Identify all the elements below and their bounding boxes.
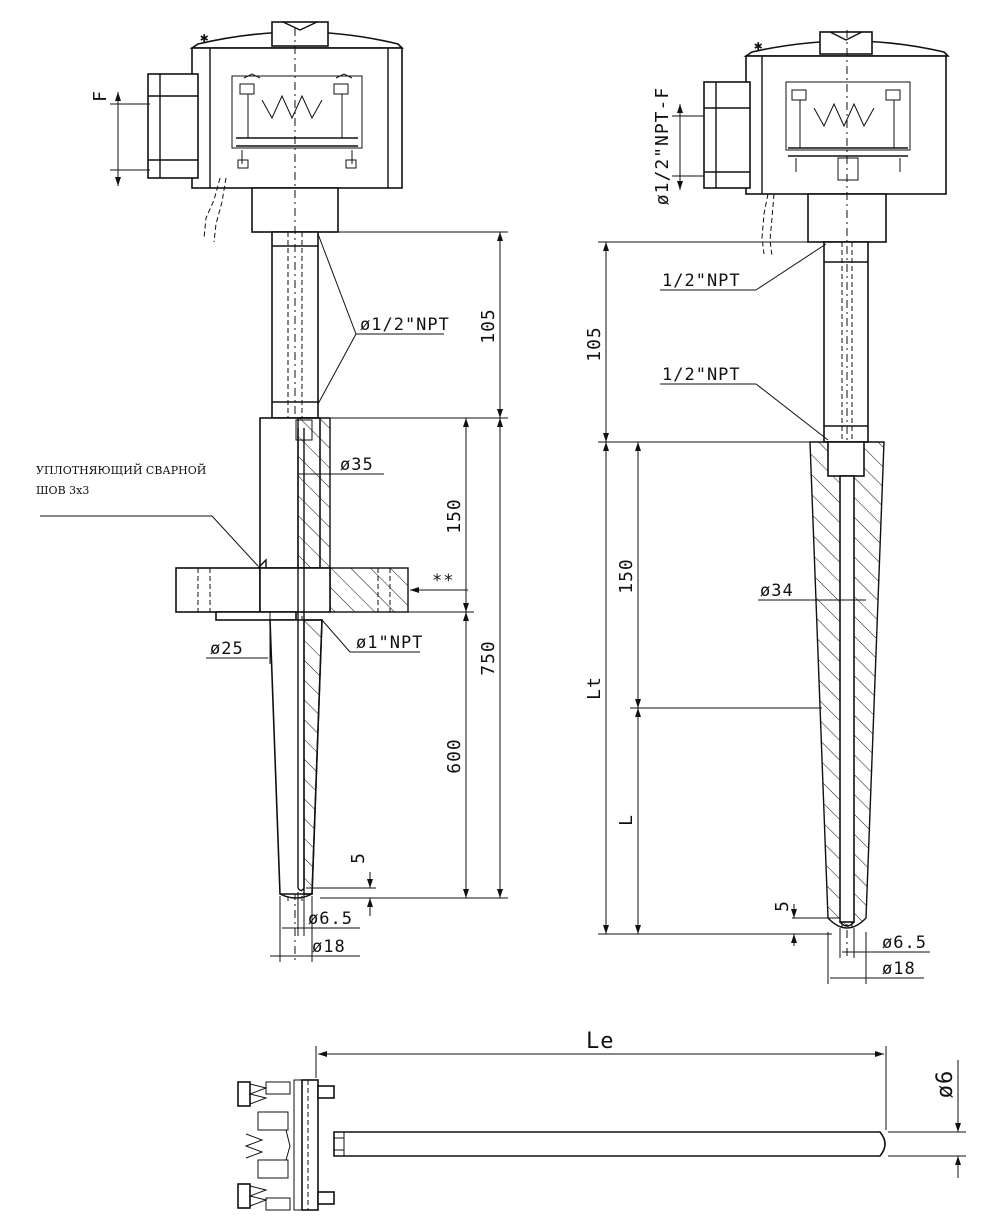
svg-text:✱: ✱ xyxy=(200,30,209,46)
right-view: ✱ xyxy=(584,30,950,984)
left-dim-f: F xyxy=(90,90,111,102)
svg-text:✱: ✱ xyxy=(754,38,763,54)
left-flange-mark: ** xyxy=(432,571,454,591)
weld-note-line2: ШОВ 3х3 xyxy=(36,484,89,497)
left-dim-5: 5 xyxy=(348,852,369,864)
left-dim-150: 150 xyxy=(444,498,465,534)
right-dim-150: 150 xyxy=(616,558,637,594)
left-dim-105: 105 xyxy=(478,308,499,344)
right-dimension-labels: ø1/2"NPT-F 1/2"NPT 1/2"NPT 105 150 Lt L … xyxy=(584,87,927,979)
bottom-view: Le ø6 xyxy=(237,1029,966,1211)
left-npt-shank-label: ø1/2"NPT xyxy=(360,315,450,335)
right-dim-105: 105 xyxy=(584,326,605,362)
bottom-dim-le: Le xyxy=(586,1029,615,1054)
right-dim-5: 5 xyxy=(772,900,793,912)
left-dimension-lines xyxy=(40,92,508,962)
right-dimension-lines xyxy=(598,104,930,984)
right-npt-upper-label: 1/2"NPT xyxy=(662,271,741,291)
left-dimension-labels: F ø1/2"NPT 105 150 750 600 5 ø35 ø25 ø1"… xyxy=(36,90,499,957)
left-view: ✱ xyxy=(36,21,508,962)
right-npt-lower-label: 1/2"NPT xyxy=(662,365,741,385)
left-dim-750: 750 xyxy=(478,640,499,676)
bottom-dia-6: ø6 xyxy=(933,1070,958,1099)
right-npt-head-label: ø1/2"NPT-F xyxy=(652,87,673,205)
bottom-dimension-labels: Le ø6 xyxy=(586,1029,958,1098)
left-thermowell-body xyxy=(175,417,409,899)
bottom-insert-terminal xyxy=(237,1079,335,1211)
left-dia-35: ø35 xyxy=(340,455,374,475)
right-dia-34: ø34 xyxy=(760,581,794,601)
left-dia-6-5: ø6.5 xyxy=(308,909,353,929)
right-connection-head: ✱ xyxy=(703,31,950,257)
bottom-dimension-lines xyxy=(315,1046,966,1178)
right-dim-l: L xyxy=(616,814,637,826)
weld-note-line1: УПЛОТНЯЮЩИЙ СВАРНОЙ xyxy=(36,463,206,477)
right-dim-lt: Lt xyxy=(584,676,605,700)
right-thermowell-body xyxy=(809,441,885,929)
left-dim-600: 600 xyxy=(444,738,465,774)
left-connection-head: ✱ xyxy=(147,21,404,243)
left-npt-1-label: ø1"NPT xyxy=(356,633,423,653)
bottom-insert-sheath xyxy=(333,1131,886,1157)
left-dia-18: ø18 xyxy=(312,937,346,957)
right-dia-18: ø18 xyxy=(882,959,916,979)
left-dia-25: ø25 xyxy=(210,639,244,659)
right-dia-6-5: ø6.5 xyxy=(882,933,927,953)
